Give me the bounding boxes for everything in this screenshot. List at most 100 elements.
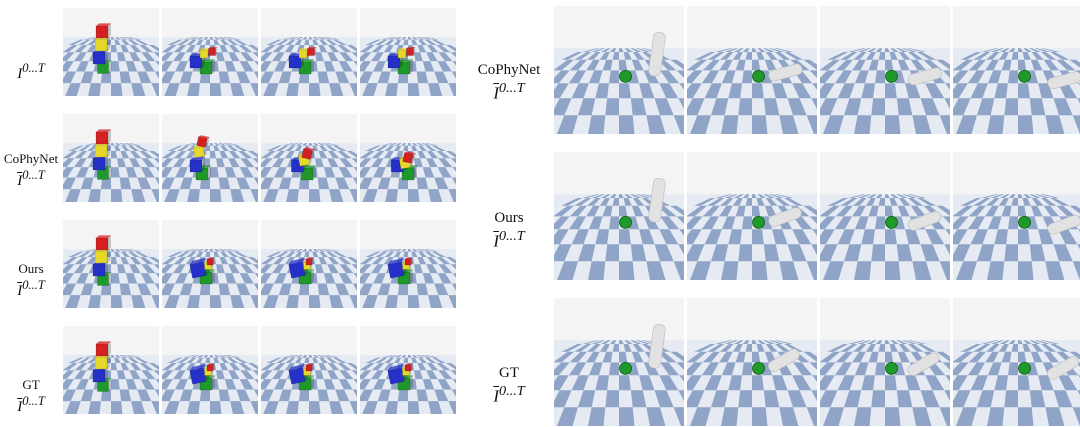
white-cylinder	[1046, 356, 1079, 380]
frame-input-t3	[360, 8, 456, 96]
row-name: Ours	[18, 261, 44, 276]
white-cylinder	[767, 348, 800, 373]
checkered-floor	[687, 194, 817, 280]
red-cube	[307, 46, 317, 56]
checkered-floor	[953, 340, 1080, 426]
red-cube	[95, 235, 111, 251]
yellow-cube	[94, 142, 110, 158]
checkered-floor	[554, 48, 684, 134]
row-label-cophynet: CoPhyNet I0...T	[468, 62, 550, 103]
red-cube	[206, 257, 215, 266]
white-cylinder	[648, 323, 666, 369]
green-ball	[752, 70, 765, 83]
red-cube	[196, 135, 210, 148]
red-cube	[95, 129, 111, 145]
blue-cube	[92, 155, 108, 171]
frame-gt-t0	[63, 326, 159, 414]
red-cube	[301, 147, 315, 160]
checkered-floor	[953, 48, 1080, 134]
frame-input-t0	[63, 8, 159, 96]
green-cube	[300, 165, 316, 181]
row-symbol: I0...T	[493, 228, 525, 251]
frame-ours-t0	[554, 152, 684, 280]
right-figure-panel: CoPhyNet I0...T Ours I0...T GT I0...T	[468, 0, 1080, 427]
frame-ours-t1	[162, 220, 258, 308]
frame-ours-t1	[687, 152, 817, 280]
frame-gt-t1	[687, 298, 817, 426]
frame-cophynet-t0	[63, 114, 159, 202]
frame-gt-t1	[162, 326, 258, 414]
red-cube	[95, 341, 111, 357]
row-label-ours: Ours I0...T	[0, 261, 62, 300]
row-name: CoPhyNet	[477, 62, 541, 78]
checkered-floor	[162, 143, 258, 202]
row-symbol: I0...T	[493, 383, 525, 406]
checkered-floor	[820, 48, 950, 134]
row-symbol: I0...T	[17, 167, 45, 189]
row-symbol: I0...T	[17, 61, 45, 82]
white-cylinder	[768, 207, 802, 227]
frame-cophynet-t1	[162, 114, 258, 202]
red-cube	[406, 46, 416, 56]
frame-gt-t2	[820, 298, 950, 426]
green-ball	[1018, 216, 1031, 229]
green-ball	[885, 216, 898, 229]
white-cylinder	[1047, 214, 1080, 235]
frame-cophynet-t3	[360, 114, 456, 202]
frame-input-t2	[261, 8, 357, 96]
frame-gt-t3	[360, 326, 456, 414]
frame-ours-t3	[953, 152, 1080, 280]
frame-cophynet-t3	[953, 6, 1080, 134]
yellow-cube	[94, 248, 110, 264]
white-cylinder	[907, 211, 942, 231]
frame-gt-t3	[953, 298, 1080, 426]
checkered-floor	[820, 194, 950, 280]
frame-cophynet-t2	[820, 6, 950, 134]
row-name: GT	[22, 377, 40, 392]
blue-cube	[92, 367, 108, 383]
green-ball	[1018, 362, 1031, 375]
frame-cophynet-t0	[554, 6, 684, 134]
green-ball	[619, 216, 632, 229]
green-ball	[752, 362, 765, 375]
red-cube	[305, 363, 314, 372]
row-label-ours: Ours I0...T	[468, 210, 550, 251]
checkered-floor	[63, 143, 159, 202]
green-cube	[298, 59, 314, 75]
green-ball	[1018, 70, 1031, 83]
frame-ours-t0	[63, 220, 159, 308]
yellow-cube	[94, 36, 110, 52]
red-cube	[208, 46, 218, 56]
white-cylinder	[768, 63, 803, 82]
left-figure-panel: I0...T CoPhyNet I0...T Ours I0...T GT I0…	[0, 0, 525, 427]
frame-ours-t3	[360, 220, 456, 308]
frame-gt-t0	[554, 298, 684, 426]
checkered-floor	[953, 194, 1080, 280]
red-cube	[95, 23, 111, 39]
frame-cophynet-t1	[687, 6, 817, 134]
green-cube	[199, 59, 215, 75]
white-cylinder	[907, 67, 942, 86]
row-label-gt: GT I0...T	[468, 365, 550, 406]
green-ball	[885, 362, 898, 375]
frame-ours-t2	[261, 220, 357, 308]
frame-input-t1	[162, 8, 258, 96]
row-name: GT	[499, 365, 519, 381]
red-cube	[206, 363, 215, 372]
green-ball	[619, 70, 632, 83]
checkered-floor	[687, 48, 817, 134]
row-label-input: I0...T	[0, 60, 62, 83]
red-cube	[404, 363, 413, 372]
red-cube	[305, 257, 314, 266]
red-cube	[404, 257, 413, 266]
checkered-floor	[63, 355, 159, 414]
blue-cube	[92, 49, 108, 65]
blue-cube	[92, 261, 108, 277]
white-cylinder	[648, 31, 666, 77]
red-cube	[402, 151, 416, 164]
row-symbol: I0...T	[493, 80, 525, 103]
frame-gt-t2	[261, 326, 357, 414]
checkered-floor	[261, 355, 357, 414]
row-label-cophynet: CoPhyNet I0...T	[0, 151, 62, 190]
checkered-floor	[360, 249, 456, 308]
